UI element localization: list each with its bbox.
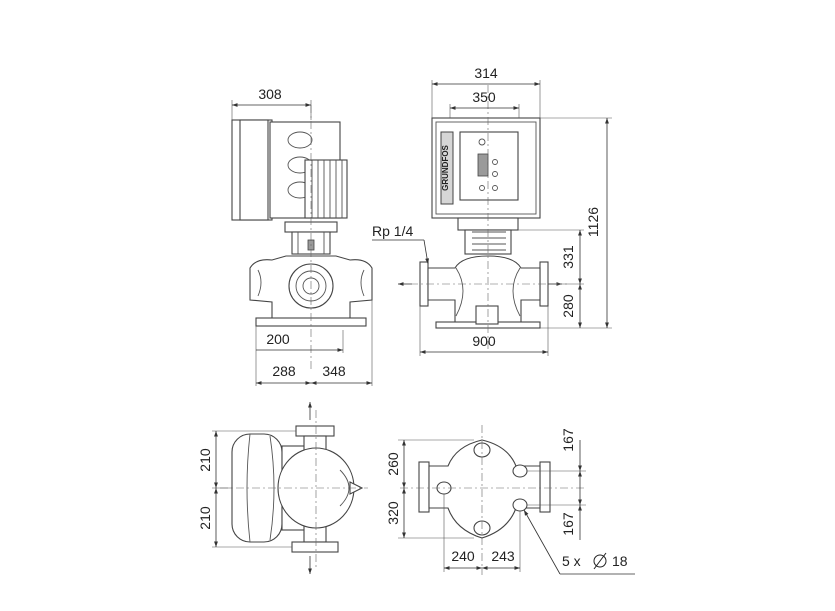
base-inlet-flange (418, 461, 430, 513)
dim-plan-upper: 210 (197, 448, 213, 472)
base-outlet-flange (539, 461, 551, 513)
side-view: 308 200 288 348 (231, 86, 373, 386)
upper-flange-plan (295, 425, 335, 437)
dim-side-base-small: 200 (266, 331, 290, 347)
dim-base-left: 240 (451, 548, 475, 564)
callout-rp: Rp 1/4 (372, 223, 413, 239)
motor-side-panel (239, 119, 269, 221)
diameter-icon (593, 552, 607, 570)
bolt-hole (512, 464, 528, 478)
dim-inlet-height: 280 (560, 294, 576, 318)
dim-side-top-width: 308 (258, 86, 282, 102)
control-panel (459, 131, 519, 201)
dim-front-top-width: 314 (474, 65, 498, 81)
dim-base-hole-upper: 167 (560, 428, 576, 452)
dim-side-base-right: 348 (322, 363, 346, 379)
dim-side-base-left: 288 (272, 363, 296, 379)
dim-base-hole-lower: 167 (560, 512, 576, 536)
dim-base-right: 243 (491, 548, 515, 564)
dim-front-head-width: 350 (472, 89, 496, 105)
pump-base-plate (428, 439, 541, 539)
callout-holes-count: 5 x (562, 553, 581, 569)
dim-base-upper: 260 (385, 452, 401, 476)
callout-holes-diameter: 18 (612, 553, 628, 569)
dim-outlet-height: 331 (560, 245, 576, 269)
dim-port-to-port: 900 (472, 333, 496, 349)
grundfos-logo: GRUNDFOS (441, 144, 450, 190)
dim-total-height: 1126 (585, 207, 601, 237)
plan-view: 210 210 (197, 402, 368, 574)
dim-plan-lower: 210 (197, 506, 213, 530)
bolt-hole (512, 498, 528, 512)
lower-flange-plan (291, 541, 339, 553)
dim-base-lower: 320 (385, 501, 401, 525)
front-view: GRUNDFOS 314 350 900 (372, 65, 612, 356)
display-icon (477, 153, 489, 177)
base-view: 260 320 167 167 240 243 5 x 18 (385, 425, 635, 575)
